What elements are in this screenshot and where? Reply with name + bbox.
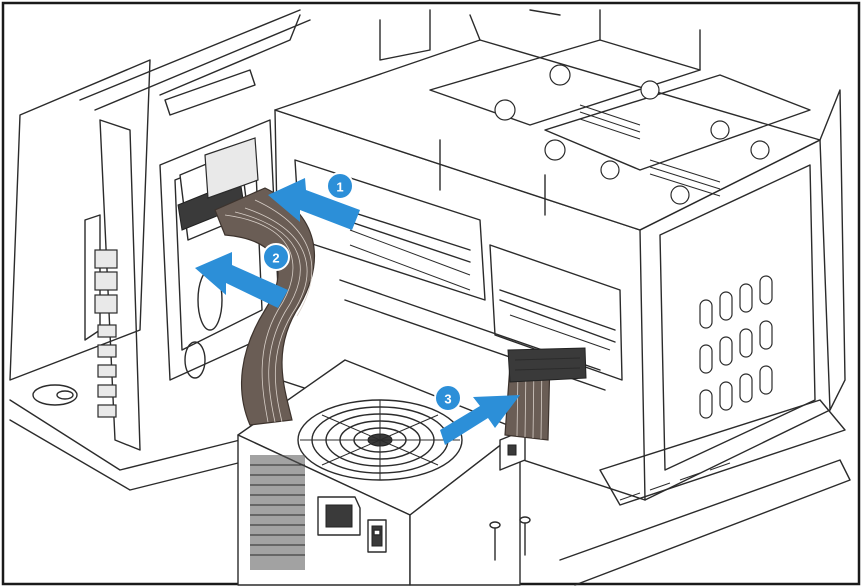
motherboard-cable xyxy=(214,187,315,426)
tray-holes xyxy=(494,64,770,205)
arrow-step-1 xyxy=(268,178,360,230)
step-number: 1 xyxy=(336,180,343,195)
step-callout-3: 3 xyxy=(434,384,462,412)
drive-cable xyxy=(504,347,587,441)
io-ports xyxy=(94,249,118,418)
base-rail xyxy=(559,399,851,586)
fan-grille-icon xyxy=(297,399,463,481)
cage-slots xyxy=(699,275,773,419)
power-switch-icon xyxy=(367,519,387,553)
power-socket-icon xyxy=(317,496,361,536)
power-supply xyxy=(237,359,531,586)
step-callout-1: 1 xyxy=(326,172,354,200)
arrow-step-2 xyxy=(195,252,288,308)
step-number: 2 xyxy=(272,251,279,266)
motherboard-bracket xyxy=(159,119,281,381)
step-callout-2: 2 xyxy=(262,243,290,271)
chassis-left-panel xyxy=(9,9,311,491)
step-number: 3 xyxy=(444,392,451,407)
vent-pattern xyxy=(250,455,305,570)
arrow-step-3 xyxy=(440,395,520,445)
